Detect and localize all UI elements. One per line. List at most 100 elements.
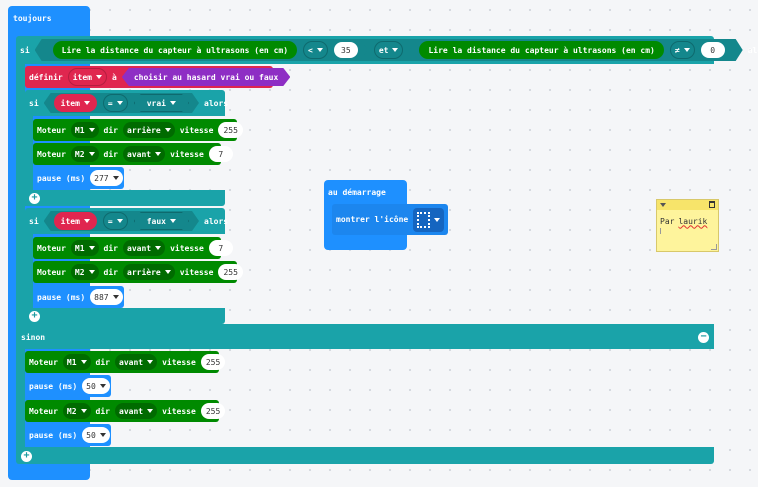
comment-note[interactable]: Par laurik [656, 199, 719, 252]
chevron-down-icon [80, 409, 87, 413]
ultrasonic-reading-right[interactable]: Lire la distance du capteur à ultrasons … [419, 41, 663, 59]
motor-dropdown[interactable]: M2 [70, 146, 99, 162]
comment-header [657, 200, 718, 210]
direction-dropdown[interactable]: avant [123, 240, 166, 256]
else-bar [16, 324, 714, 349]
distance-zero-input[interactable]: 0 [701, 42, 725, 58]
pause-block[interactable]: pause (ms) 277 [33, 167, 124, 189]
pause-block[interactable]: pause (ms) 50 [25, 424, 111, 446]
pause-duration-input[interactable]: 50 [82, 378, 110, 394]
then-keyword: alors [204, 216, 229, 226]
speed-input[interactable]: 7 [208, 240, 233, 256]
speed-input[interactable]: 7 [208, 146, 233, 162]
speed-input[interactable]: 255 [218, 122, 243, 138]
and-operator[interactable]: et [374, 41, 404, 59]
chevron-down-icon [80, 360, 87, 364]
speed-input[interactable]: 255 [218, 264, 243, 280]
speed-input[interactable]: 255 [200, 354, 226, 370]
if-true-keyword: si [29, 98, 39, 108]
if-keyword: si [20, 45, 30, 55]
motor-dropdown[interactable]: M2 [62, 403, 91, 419]
chevron-down-icon [170, 101, 176, 105]
direction-dropdown[interactable]: arrière [123, 264, 175, 280]
pause-duration-input[interactable]: 887 [90, 289, 123, 305]
compare-left[interactable]: Lire la distance du capteur à ultrasons … [43, 41, 368, 59]
chevron-down-icon [147, 360, 154, 364]
chevron-down-icon [84, 219, 90, 223]
equals-operator-dropdown[interactable]: = [103, 94, 128, 112]
direction-dropdown[interactable]: avant [115, 403, 158, 419]
collapse-chevron-icon[interactable] [660, 203, 666, 207]
chevron-down-icon [95, 75, 102, 79]
motor-block[interactable]: Moteur M2 dir avant vitesse 255 [25, 400, 226, 422]
chevron-down-icon [88, 128, 95, 132]
and-condition[interactable]: Lire la distance du capteur à ultrasons … [35, 39, 743, 61]
resize-handle-icon[interactable] [711, 244, 717, 250]
motor-dropdown[interactable]: M2 [70, 264, 99, 280]
comment-author: laurik [678, 216, 708, 226]
icon-picker-dropdown[interactable] [413, 207, 445, 232]
to-keyword: à [111, 72, 117, 82]
item-variable-dropdown[interactable]: item [67, 68, 107, 86]
direction-dropdown[interactable]: avant [115, 354, 158, 370]
pause-duration-input[interactable]: 277 [90, 170, 123, 186]
compare-right-operator[interactable]: ≠ [670, 41, 695, 59]
remove-else-icon[interactable]: − [698, 331, 709, 343]
chevron-down-icon [684, 48, 690, 52]
equals-operator-dropdown[interactable]: = [103, 212, 128, 230]
item-variable-reporter[interactable]: item [54, 212, 97, 230]
comment-prefix: Par [660, 216, 675, 226]
then-keyword: alors [204, 98, 229, 108]
motor-block[interactable]: Moteur M1 dir avant vitesse 255 [25, 351, 226, 373]
motor-block[interactable]: Moteur M2 dir arrière vitesse 255 [33, 261, 243, 283]
trash-icon[interactable] [709, 201, 715, 208]
motor-dropdown[interactable]: M1 [70, 122, 99, 138]
item-equals-false-condition[interactable]: item = faux [44, 211, 199, 231]
motor-block[interactable]: Moteur M1 dir arrière vitesse 255 [33, 119, 243, 141]
set-keyword: définir [29, 72, 63, 82]
motor-dropdown[interactable]: M1 [62, 354, 91, 370]
motor-block[interactable]: Moteur M1 dir avant vitesse 7 [33, 237, 233, 259]
speed-input[interactable]: 255 [200, 403, 226, 419]
text-cursor [660, 228, 661, 234]
compare-right[interactable]: Lire la distance du capteur à ultrasons … [409, 41, 734, 59]
add-branch-icon[interactable]: + [29, 192, 40, 204]
chevron-down-icon [84, 101, 90, 105]
chevron-down-icon [88, 246, 95, 250]
forever-label: toujours [13, 13, 52, 23]
show-icon-block[interactable]: montrer l'icône [332, 204, 448, 235]
pause-block[interactable]: pause (ms) 50 [25, 375, 111, 397]
false-value-dropdown[interactable]: faux [134, 212, 189, 230]
motor-block[interactable]: Moteur M2 dir avant vitesse 7 [33, 143, 233, 165]
motor-dropdown[interactable]: M1 [70, 240, 99, 256]
pause-duration-input[interactable]: 50 [82, 427, 110, 443]
if-true-footer [25, 190, 225, 206]
random-boolean-reporter[interactable]: choisir au hasard vrai ou faux [122, 68, 291, 86]
add-branch-icon[interactable]: + [29, 310, 40, 322]
compare-left-operator[interactable]: < [303, 41, 328, 59]
if-false-keyword: si [29, 216, 39, 226]
chevron-down-icon [99, 384, 106, 388]
chevron-down-icon [155, 246, 162, 250]
chevron-down-icon [164, 128, 171, 132]
chevron-down-icon [88, 270, 95, 274]
distance-threshold-input[interactable]: 35 [334, 42, 358, 58]
direction-dropdown[interactable]: arrière [123, 122, 175, 138]
on-start-label: au démarrage [328, 187, 386, 197]
if-block-spine [16, 62, 25, 452]
chevron-down-icon [117, 219, 123, 223]
add-else-if-icon[interactable]: + [21, 450, 32, 462]
item-variable-reporter[interactable]: item [54, 94, 97, 112]
true-value-dropdown[interactable]: vrai [134, 94, 189, 112]
chevron-down-icon [155, 152, 162, 156]
if-false-footer [25, 308, 225, 324]
chevron-down-icon [317, 48, 323, 52]
pause-block[interactable]: pause (ms) 887 [33, 286, 124, 308]
if-block-footer [16, 447, 714, 464]
ultrasonic-reading-left[interactable]: Lire la distance du capteur à ultrasons … [53, 41, 297, 59]
direction-dropdown[interactable]: avant [123, 146, 166, 162]
item-equals-true-condition[interactable]: item = vrai [44, 93, 199, 113]
chevron-down-icon [117, 101, 123, 105]
chevron-down-icon [392, 48, 398, 52]
chevron-down-icon [147, 409, 154, 413]
